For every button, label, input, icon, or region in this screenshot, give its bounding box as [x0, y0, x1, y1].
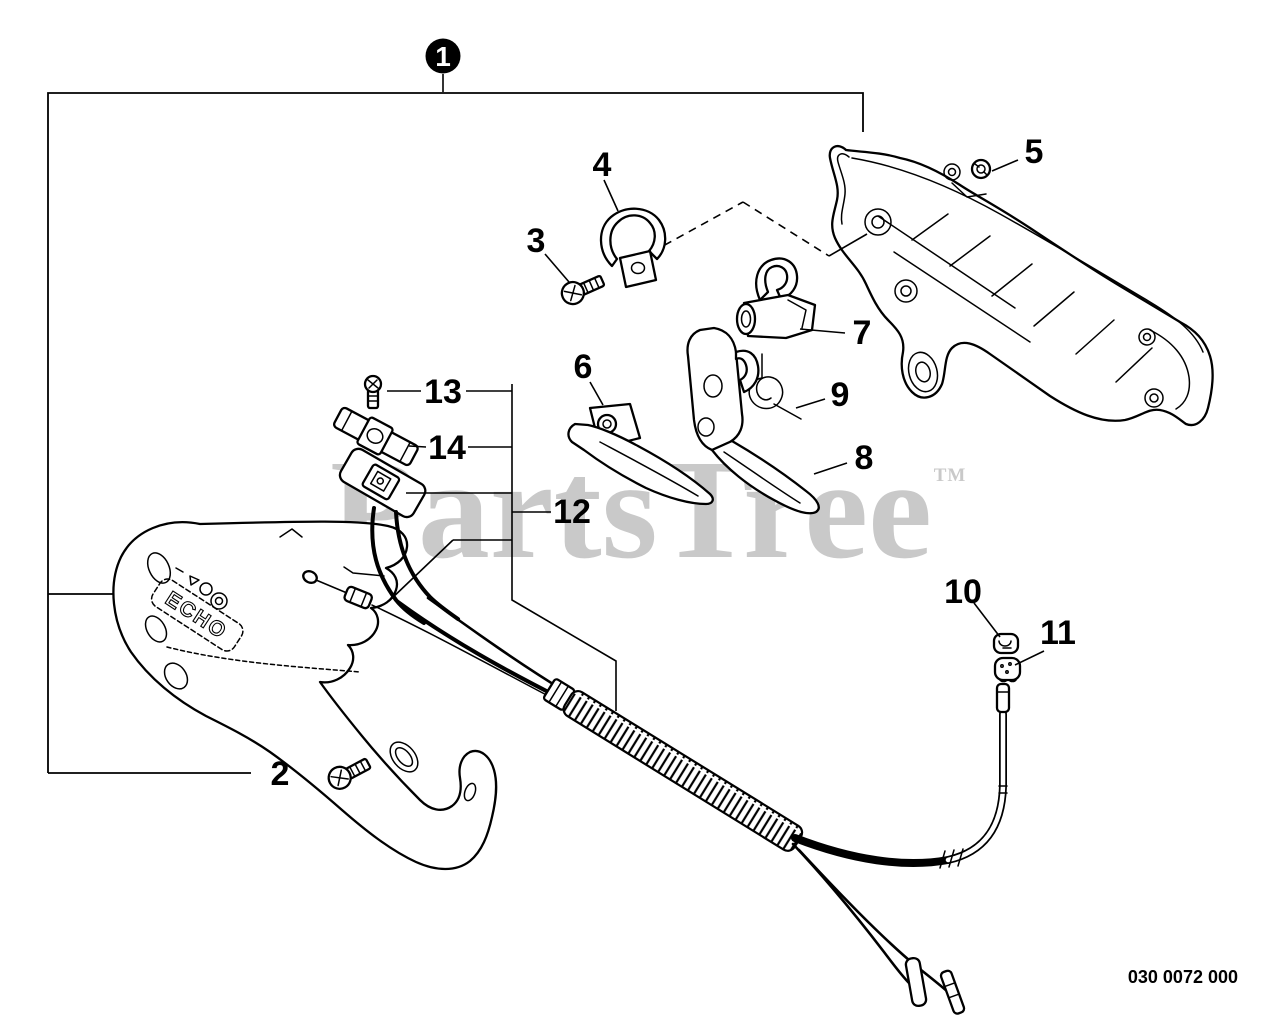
callout-1-badge: [425, 38, 461, 74]
callout-label-12: 12: [553, 493, 591, 531]
callout-label-5: 5: [1025, 133, 1044, 171]
nut-5: [970, 158, 992, 180]
callout-label-3: 3: [527, 222, 546, 260]
callout-label-13: 13: [424, 373, 462, 411]
part-number: 030 0072 000: [1128, 967, 1238, 987]
screw-2: [327, 757, 372, 790]
throttle-trigger-8: [686, 326, 820, 515]
wire-terminal: [904, 956, 928, 1008]
callout-label-9: 9: [831, 376, 850, 414]
rear-handle-housing: [828, 144, 1214, 427]
cable-clamp-4: [599, 207, 667, 289]
cable-swivel-7: [735, 257, 817, 340]
callout-labels: 2 3 4 5 6 7 8 9 10 11 12 13 14: [271, 133, 1076, 793]
callout-label-14: 14: [428, 429, 466, 467]
leader-lines: [387, 159, 1045, 711]
nut-10: [992, 632, 1020, 655]
screw-13: [363, 374, 383, 410]
throttle-cable-conduit: [791, 682, 1011, 869]
callout-label-6: 6: [574, 348, 593, 386]
callout-label-7: 7: [853, 314, 872, 352]
callout-label-8: 8: [855, 439, 874, 477]
callout-label-1: 1: [435, 41, 451, 72]
front-handle-housing: ECHO: [112, 520, 498, 871]
throttle-cable-end: [302, 570, 557, 701]
watermark-tm: TM: [934, 465, 967, 486]
lockout-lever-6: [567, 402, 714, 506]
cable-bundle: [396, 596, 568, 700]
wire-terminal: [939, 969, 966, 1015]
callout-label-10: 10: [944, 573, 982, 611]
coil-spring-wrap: [542, 678, 804, 852]
callout-label-2: 2: [271, 755, 290, 793]
callout-label-4: 4: [593, 146, 612, 184]
torsion-spring-9: [748, 353, 802, 420]
mounting-reference-lines: [651, 201, 868, 257]
group-box-callout-1: 1: [47, 38, 864, 778]
cap-nut-11: [993, 656, 1022, 683]
slide-nut-14: [333, 406, 419, 467]
harness-wires: [791, 842, 966, 1015]
stop-switch-12: [338, 447, 427, 519]
callout-label-11: 11: [1040, 614, 1076, 652]
screw-3: [560, 274, 606, 306]
